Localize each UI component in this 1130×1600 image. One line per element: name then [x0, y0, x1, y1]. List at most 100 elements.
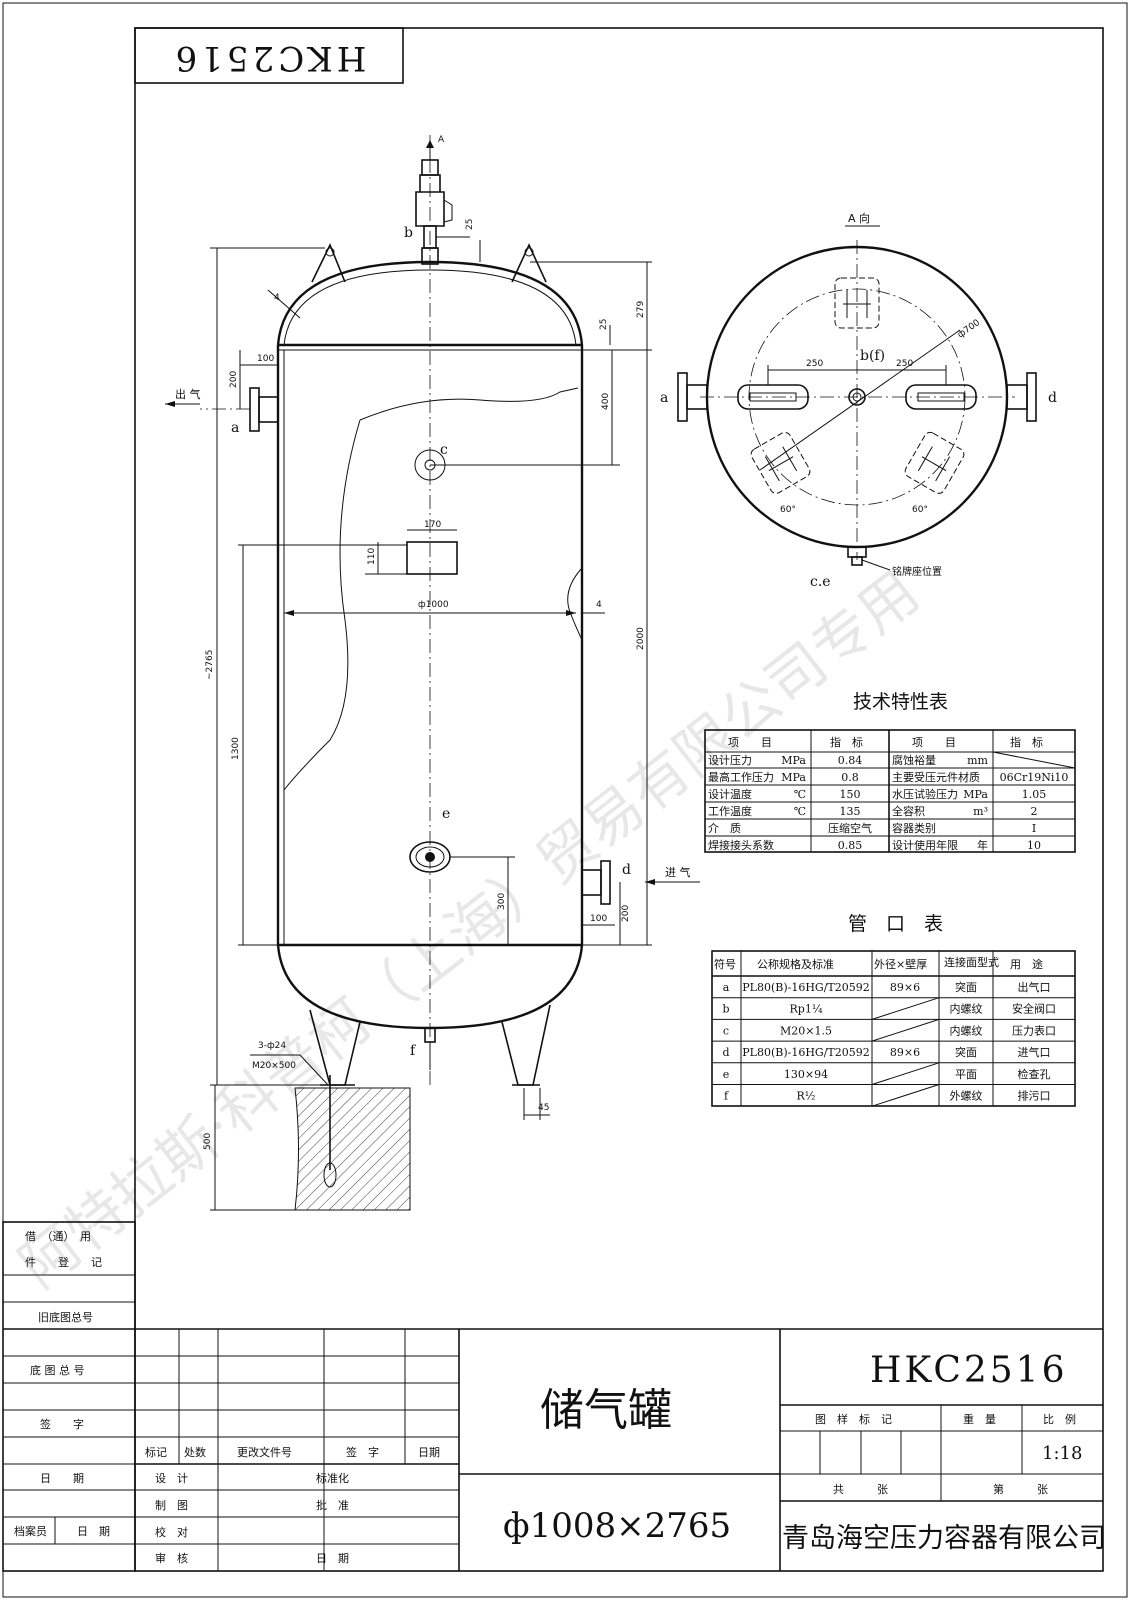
nozzle-cell-size: 89×6 [890, 1046, 920, 1059]
dim-170: 170 [424, 520, 441, 530]
nozzle-f-label: f [410, 1043, 417, 1059]
borrow-line-2: 件 登 记 [25, 1255, 102, 1269]
tech-cell-item2: 全容积 [892, 804, 925, 818]
date-sign-label: 日 期 [316, 1552, 349, 1565]
sheet-no: 第 张 [993, 1482, 1048, 1496]
anchor-label-1: 3-ф24 [258, 1041, 286, 1051]
nozzle-cell-face: 突面 [955, 980, 977, 994]
nozzle-cell-symbol: e [723, 1068, 730, 1081]
old-base-no: 旧底图总号 [38, 1310, 93, 1324]
tech-cell-item2: 腐蚀裕量 [892, 753, 936, 767]
view-a-nozzle-d: d [1048, 390, 1057, 406]
rev-h-sign: 签 字 [346, 1445, 379, 1459]
view-a-nozzle-a: a [660, 390, 668, 406]
tech-cell-unit: MPa [781, 771, 806, 784]
tech-cell-item: 设计压力 [708, 754, 752, 767]
dim-2765: ~2765 [205, 650, 215, 680]
date-label: 日 期 [40, 1472, 84, 1485]
nozzle-cell-symbol: c [723, 1024, 729, 1037]
tech-h2: 指 标 [830, 735, 863, 749]
dim-250-right: 250 [896, 359, 913, 369]
rev-h-doc: 更改文件号 [237, 1445, 292, 1459]
dim-100-top: 100 [257, 354, 274, 364]
top-head [276, 260, 584, 346]
angle-60-right: 60° [912, 505, 928, 515]
company-name: 青岛海空压力容器有限公司 [782, 1523, 1106, 1554]
dim-400: 400 [601, 393, 611, 410]
tech-cell-item2: 水压试验压力 [892, 787, 958, 801]
dim-300: 300 [497, 893, 507, 910]
dim-2000: 2000 [636, 627, 646, 650]
nozzle-cell-symbol: d [722, 1046, 729, 1059]
nozzle-cell-standard: 130×94 [784, 1068, 828, 1081]
mirrored-code: HKC2516 [172, 38, 367, 78]
rev-h-count: 处数 [184, 1446, 206, 1459]
nozzle-b-label: b [404, 225, 413, 241]
tech-cell-item: 介 质 [708, 822, 741, 835]
nozzle-cell-use: 检查孔 [1018, 1067, 1051, 1081]
nozzle-cell-face: 突面 [955, 1045, 977, 1059]
nameplate-label: 铭牌座位置 [892, 565, 942, 578]
dim-25-right: 25 [599, 319, 609, 330]
std-label: 标准化 [316, 1471, 349, 1485]
dim-wall-4: 4 [274, 293, 280, 303]
dim-200-top: 200 [229, 371, 239, 388]
nozzle-cell-standard: PL80(B)-16HG/T20592 [742, 981, 870, 994]
dim-279: 279 [636, 301, 646, 318]
drawing-name: 储气罐 [540, 1385, 672, 1436]
tech-cell-unit2: m³ [973, 805, 988, 818]
tech-cell-value: 压缩空气 [828, 821, 872, 835]
tech-cell-value2: 2 [1031, 805, 1038, 818]
nozzle-a-label: a [231, 420, 239, 436]
sign-label: 签 字 [40, 1417, 84, 1431]
view-a-title: A 向 [848, 211, 870, 225]
nozzle-cell-use: 压力表口 [1012, 1023, 1056, 1037]
check-label: 校 对 [155, 1525, 188, 1539]
drawing-spec: ф1008×2765 [503, 1506, 731, 1546]
dim-200-bottom: 200 [621, 905, 631, 922]
tech-cell-value: 135 [840, 805, 861, 818]
dim-4-shell: 4 [596, 600, 602, 610]
nozzle-cell-use: 排污口 [1018, 1089, 1051, 1103]
nozzle-h5: 用 途 [1010, 957, 1043, 971]
borrow-line-1: 借 （通） 用 [25, 1230, 91, 1243]
tech-cell-item2: 设计使用年限 [892, 838, 958, 852]
nozzle-cell-size: 89×6 [890, 981, 920, 994]
total-sheets: 共 张 [833, 1483, 888, 1496]
title-block: 标记 处数 更改文件号 签 字 日期 设 计 制 图 校 对 审 核 标准化 批… [135, 1328, 1106, 1571]
vessel-front-view: A b 25 a 出 气 d 进 气 c [165, 135, 700, 1211]
top-code-box: HKC2516 [134, 27, 404, 84]
tech-cell-item: 最高工作压力 [708, 770, 774, 784]
dim-100-bottom: 100 [590, 914, 607, 924]
approve-label: 批 准 [316, 1498, 349, 1512]
draw-label: 制 图 [155, 1499, 188, 1512]
anchor-label-2: M20×500 [252, 1061, 296, 1071]
tech-cell-value2: 10 [1027, 839, 1041, 852]
tech-cell-item: 工作温度 [708, 804, 752, 818]
nozzle-h3: 外径×壁厚 [874, 957, 927, 971]
rev-h-mark: 标记 [145, 1445, 167, 1459]
nozzle-cell-face: 外螺纹 [950, 1089, 983, 1103]
nozzle-cell-standard: M20×1.5 [780, 1024, 832, 1037]
tech-h3: 项 目 [912, 736, 956, 749]
design-label: 设 计 [155, 1472, 188, 1485]
weight-label: 重 量 [963, 1412, 996, 1426]
tech-cell-unit2: mm [967, 754, 988, 767]
nozzle-a: a [200, 387, 279, 436]
nozzle-h2: 公称规格及标准 [757, 957, 834, 971]
empty-cell-slash [871, 1084, 940, 1107]
nozzle-cell-use: 出气口 [1018, 980, 1051, 994]
nozzle-cell-standard: R½ [797, 1090, 816, 1103]
tech-cell-value2: I [1032, 822, 1036, 835]
tech-cell-value: 0.85 [838, 839, 863, 852]
nozzle-cell-use: 进气口 [1018, 1045, 1051, 1059]
nozzle-cell-face: 内螺纹 [950, 1023, 983, 1037]
tech-h4: 指 标 [1010, 735, 1043, 749]
nozzle-cell-face: 平面 [955, 1068, 977, 1081]
nozzle-e-label: e [442, 806, 450, 822]
